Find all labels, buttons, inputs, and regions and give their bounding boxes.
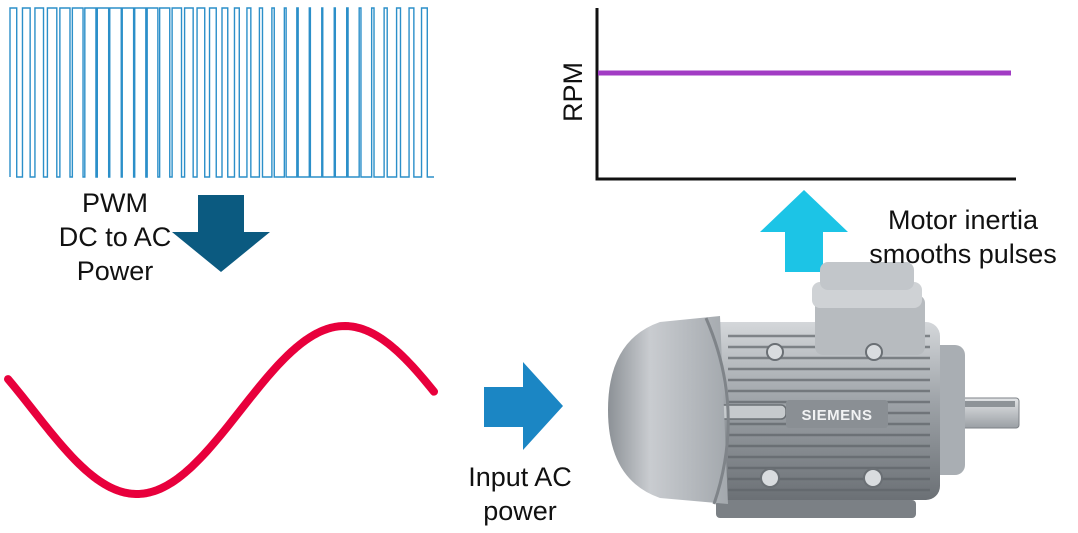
- pwm-label: PWM DC to AC Power: [30, 186, 200, 288]
- sine-wave: [4, 322, 438, 498]
- rpm-chart: RPM: [558, 8, 1016, 181]
- arrow-down-icon: [172, 195, 270, 272]
- rpm-chart-axes: [595, 8, 1016, 181]
- input-ac-label-line-1: Input AC: [468, 462, 572, 492]
- motor-brand-label: SIEMENS: [801, 407, 872, 424]
- input-ac-label-line-2: power: [483, 496, 557, 526]
- arrow-right-icon: [484, 362, 563, 450]
- pwm-label-line-1: PWM: [82, 188, 148, 218]
- pwm-label-line-2: DC to AC: [58, 222, 172, 252]
- electric-motor-icon: SIEMENS: [608, 262, 1020, 518]
- pwm-label-line-3: Power: [76, 256, 154, 286]
- rpm-axis-label: RPM: [558, 62, 588, 122]
- input-ac-label: Input AC power: [445, 460, 595, 528]
- motor-inertia-label-line-2: smooths pulses: [869, 239, 1057, 269]
- arrow-up-icon: [760, 190, 848, 272]
- motor-inertia-label: Motor inertia smooths pulses: [855, 203, 1071, 271]
- motor-inertia-label-line-1: Motor inertia: [887, 205, 1039, 235]
- pwm-signal: [9, 7, 434, 178]
